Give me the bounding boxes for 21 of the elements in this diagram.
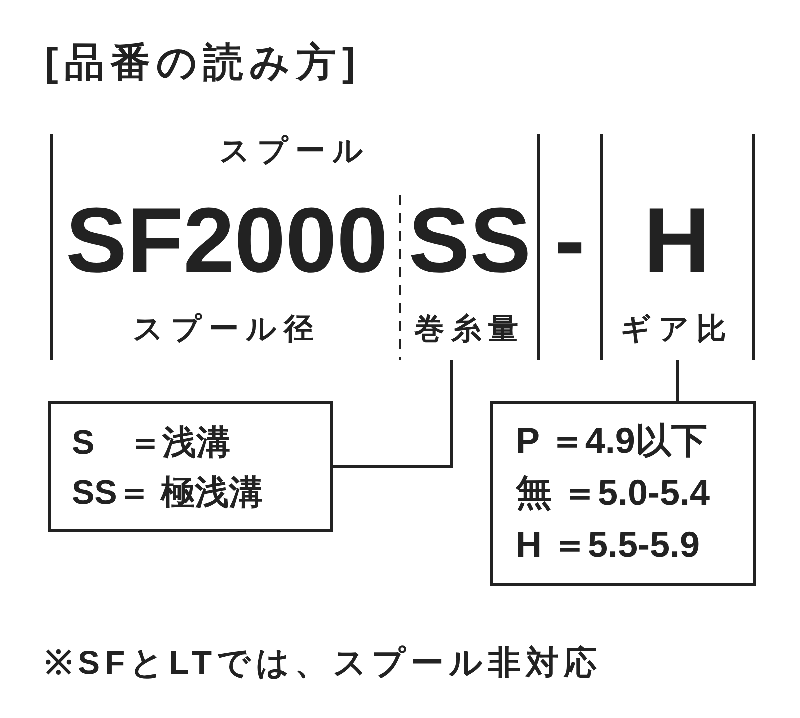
title: [品番の読み方] bbox=[45, 43, 362, 83]
code-text: H bbox=[644, 195, 710, 287]
key-text: H ＝5.5-5.9 bbox=[516, 527, 700, 563]
segment-label: ギア比 bbox=[620, 315, 734, 345]
key-box bbox=[48, 401, 333, 532]
key-text: P ＝4.9以下 bbox=[516, 423, 708, 459]
leader-line bbox=[333, 360, 454, 468]
group-label: スプール bbox=[220, 137, 370, 167]
leader-line bbox=[676, 360, 680, 401]
code-segment bbox=[50, 134, 540, 360]
key-text: SS＝ 極浅溝 bbox=[72, 476, 263, 510]
footnote-text: ※SFとLTでは、スプール非対応 bbox=[45, 646, 602, 679]
key-text: S ＝浅溝 bbox=[72, 426, 231, 460]
key-box bbox=[490, 401, 756, 586]
code-segment bbox=[600, 134, 755, 360]
code-text: SS bbox=[408, 195, 532, 287]
code-text: SF2000 bbox=[66, 195, 388, 287]
key-text: 無 ＝5.0-5.4 bbox=[516, 475, 710, 511]
segment-label: 巻糸量 bbox=[414, 315, 526, 345]
segment-label: スプール径 bbox=[133, 315, 321, 345]
code-text: - bbox=[554, 195, 586, 287]
